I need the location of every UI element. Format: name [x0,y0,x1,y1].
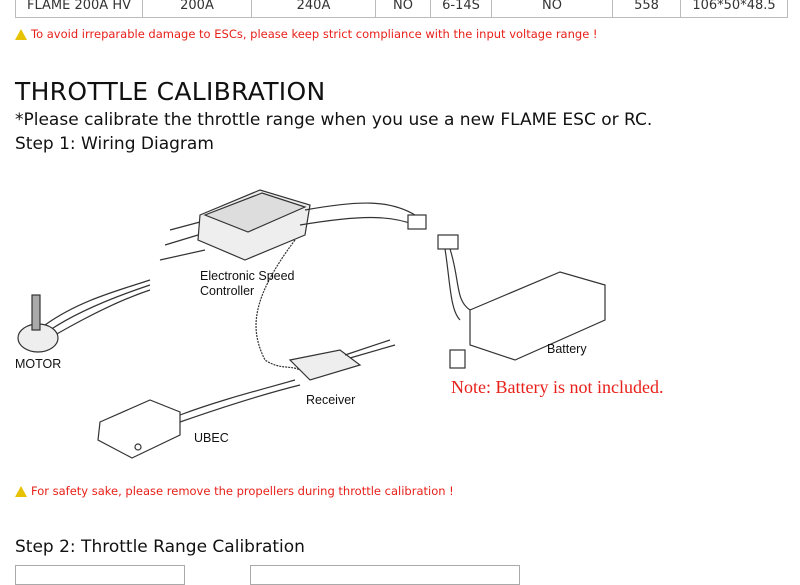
propeller-warning: For safety sake, please remove the prope… [15,484,454,498]
spec-table: FLAME 200A HV 200A 240A NO 6-14S NO 558 … [15,0,788,18]
receiver-label: Receiver [306,393,356,407]
cell: NO [375,0,431,18]
step2-box-left [15,565,185,585]
ubec-label: UBEC [194,431,229,445]
signal-wire [255,239,301,371]
esc-image [159,189,471,321]
step1-heading: Step 1: Wiring Diagram [15,134,214,154]
battery-note: Note: Battery is not included. [451,377,664,397]
step2-box-right [250,565,520,585]
cell: NO [491,0,613,18]
warning-text: For safety sake, please remove the prope… [31,484,454,498]
ubec-image [97,379,301,459]
battery-label: Battery [547,342,587,356]
cell: 6-14S [430,0,492,18]
cell: FLAME 200A HV [15,0,143,18]
cell: 558 [612,0,681,18]
cell: 200A [142,0,252,18]
motor-image [17,279,151,353]
motor-label: MOTOR [15,357,62,371]
step2-heading: Step 2: Throttle Range Calibration [15,537,305,557]
warning-text: To avoid irreparable damage to ESCs, ple… [31,27,598,41]
warning-icon [15,28,27,40]
section-title: THROTTLE CALIBRATION [15,77,326,106]
wiring-diagram [17,189,606,459]
receiver-image [288,339,396,381]
subtitle: *Please calibrate the throttle range whe… [15,110,653,130]
esc-label: Electronic Speed Controller [200,269,295,298]
warning-icon [15,485,27,497]
table-row: FLAME 200A HV 200A 240A NO 6-14S NO 558 … [15,0,788,18]
cell: 240A [251,0,376,18]
cell: 106*50*48.5 [680,0,788,18]
voltage-warning: To avoid irreparable damage to ESCs, ple… [15,27,598,41]
battery-image [449,271,606,369]
